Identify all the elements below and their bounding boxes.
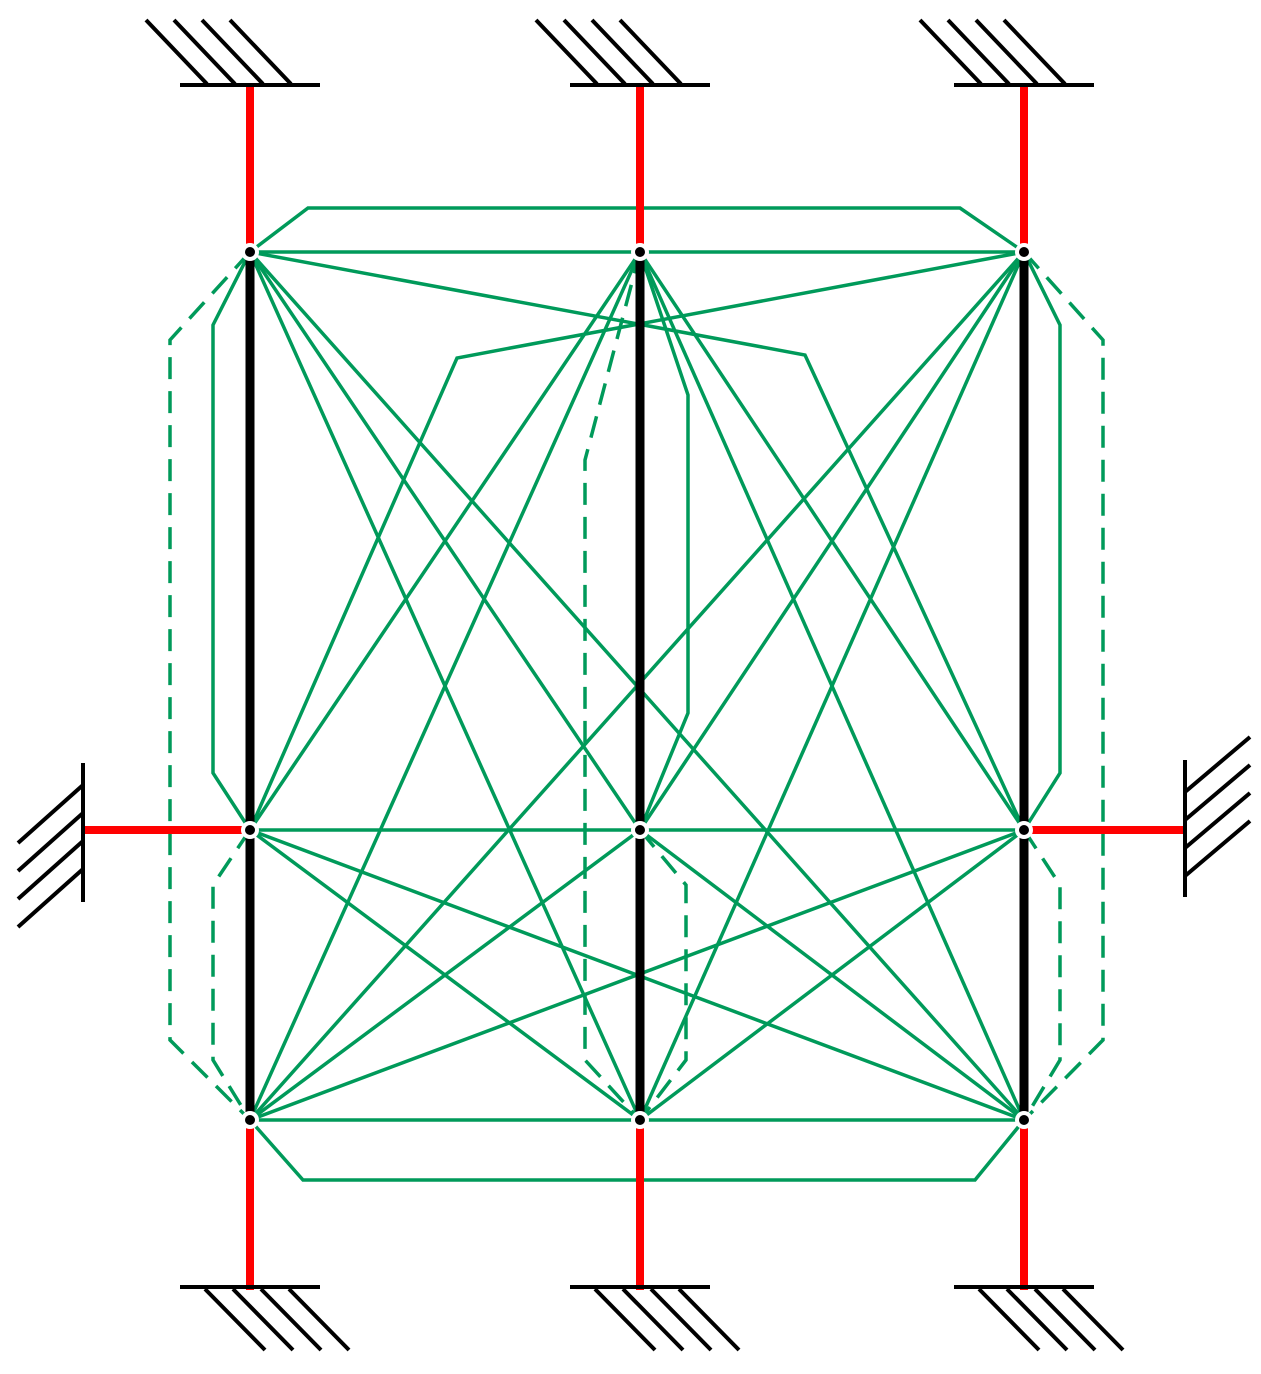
ground-hatch (228, 18, 293, 86)
ground-hatch (977, 1287, 1041, 1352)
ground-hatch (590, 18, 655, 86)
node-TL (245, 247, 255, 257)
ground-hatch (144, 18, 209, 86)
brace-TC-ML (248, 251, 642, 831)
node-MR (1019, 825, 1029, 835)
ground-hatch (946, 18, 1011, 86)
brace-bent-TL-BL (168, 250, 252, 1122)
ground-hatch (16, 783, 85, 845)
brace-bent-TR-MR (1022, 251, 1062, 831)
ground-hatch (1033, 1287, 1097, 1352)
ground-hatch (618, 18, 683, 86)
ground-hatch (16, 839, 85, 901)
ground-hatch (1183, 763, 1252, 822)
ground-hatch (200, 18, 265, 86)
ground-hatch (677, 1287, 741, 1352)
node-TC (635, 247, 645, 257)
brace-TR-BC (638, 251, 1026, 1121)
brace-MR-BC (638, 828, 1026, 1122)
brace-bent-TR-BR (1022, 250, 1105, 1122)
ground-hatch (287, 1287, 351, 1352)
brace-bent-TL-MR (249, 250, 1026, 831)
brace-bent-TC-MC (638, 251, 690, 831)
ground-hatch (918, 18, 983, 86)
ground-hatch (1002, 18, 1067, 86)
brace-bent-TL-TR (248, 206, 1025, 254)
ground-hatch (974, 18, 1039, 86)
ground-hatch (16, 811, 85, 873)
ground-hatch (534, 18, 599, 86)
ground-hatch (621, 1287, 685, 1352)
ground-hatch (1183, 735, 1252, 794)
ground-hatch (1061, 1287, 1125, 1352)
node-ML (245, 825, 255, 835)
ground-hatch (1183, 819, 1252, 878)
brace-bent-MR-BR (1022, 829, 1062, 1121)
ground-hatch (203, 1287, 267, 1352)
ground-hatch (562, 18, 627, 86)
brace-bent-TC-BC (583, 251, 642, 1122)
ground-hatch (259, 1287, 323, 1352)
node-BR (1019, 1115, 1029, 1125)
brace-MC-BL (248, 828, 642, 1122)
ground-hatch (1183, 791, 1252, 850)
ground-hatch (172, 18, 237, 86)
brace-TC-BL (248, 251, 642, 1121)
brace-TR-MC (638, 251, 1026, 831)
node-BC (635, 1115, 645, 1125)
ground-hatch (1005, 1287, 1069, 1352)
brace-bent-TL-ML (211, 251, 252, 831)
node-MC (635, 825, 645, 835)
brace-bent-ML-BL (211, 829, 252, 1121)
brace-bent-MC-BC (638, 828, 688, 1122)
ground-hatch (649, 1287, 713, 1352)
ground-hatch (16, 867, 85, 929)
node-TR (1019, 247, 1029, 257)
ground-hatch (593, 1287, 657, 1352)
brace-bent-TR-ML (248, 250, 1025, 831)
node-BL (245, 1115, 255, 1125)
ground-hatch (231, 1287, 295, 1352)
